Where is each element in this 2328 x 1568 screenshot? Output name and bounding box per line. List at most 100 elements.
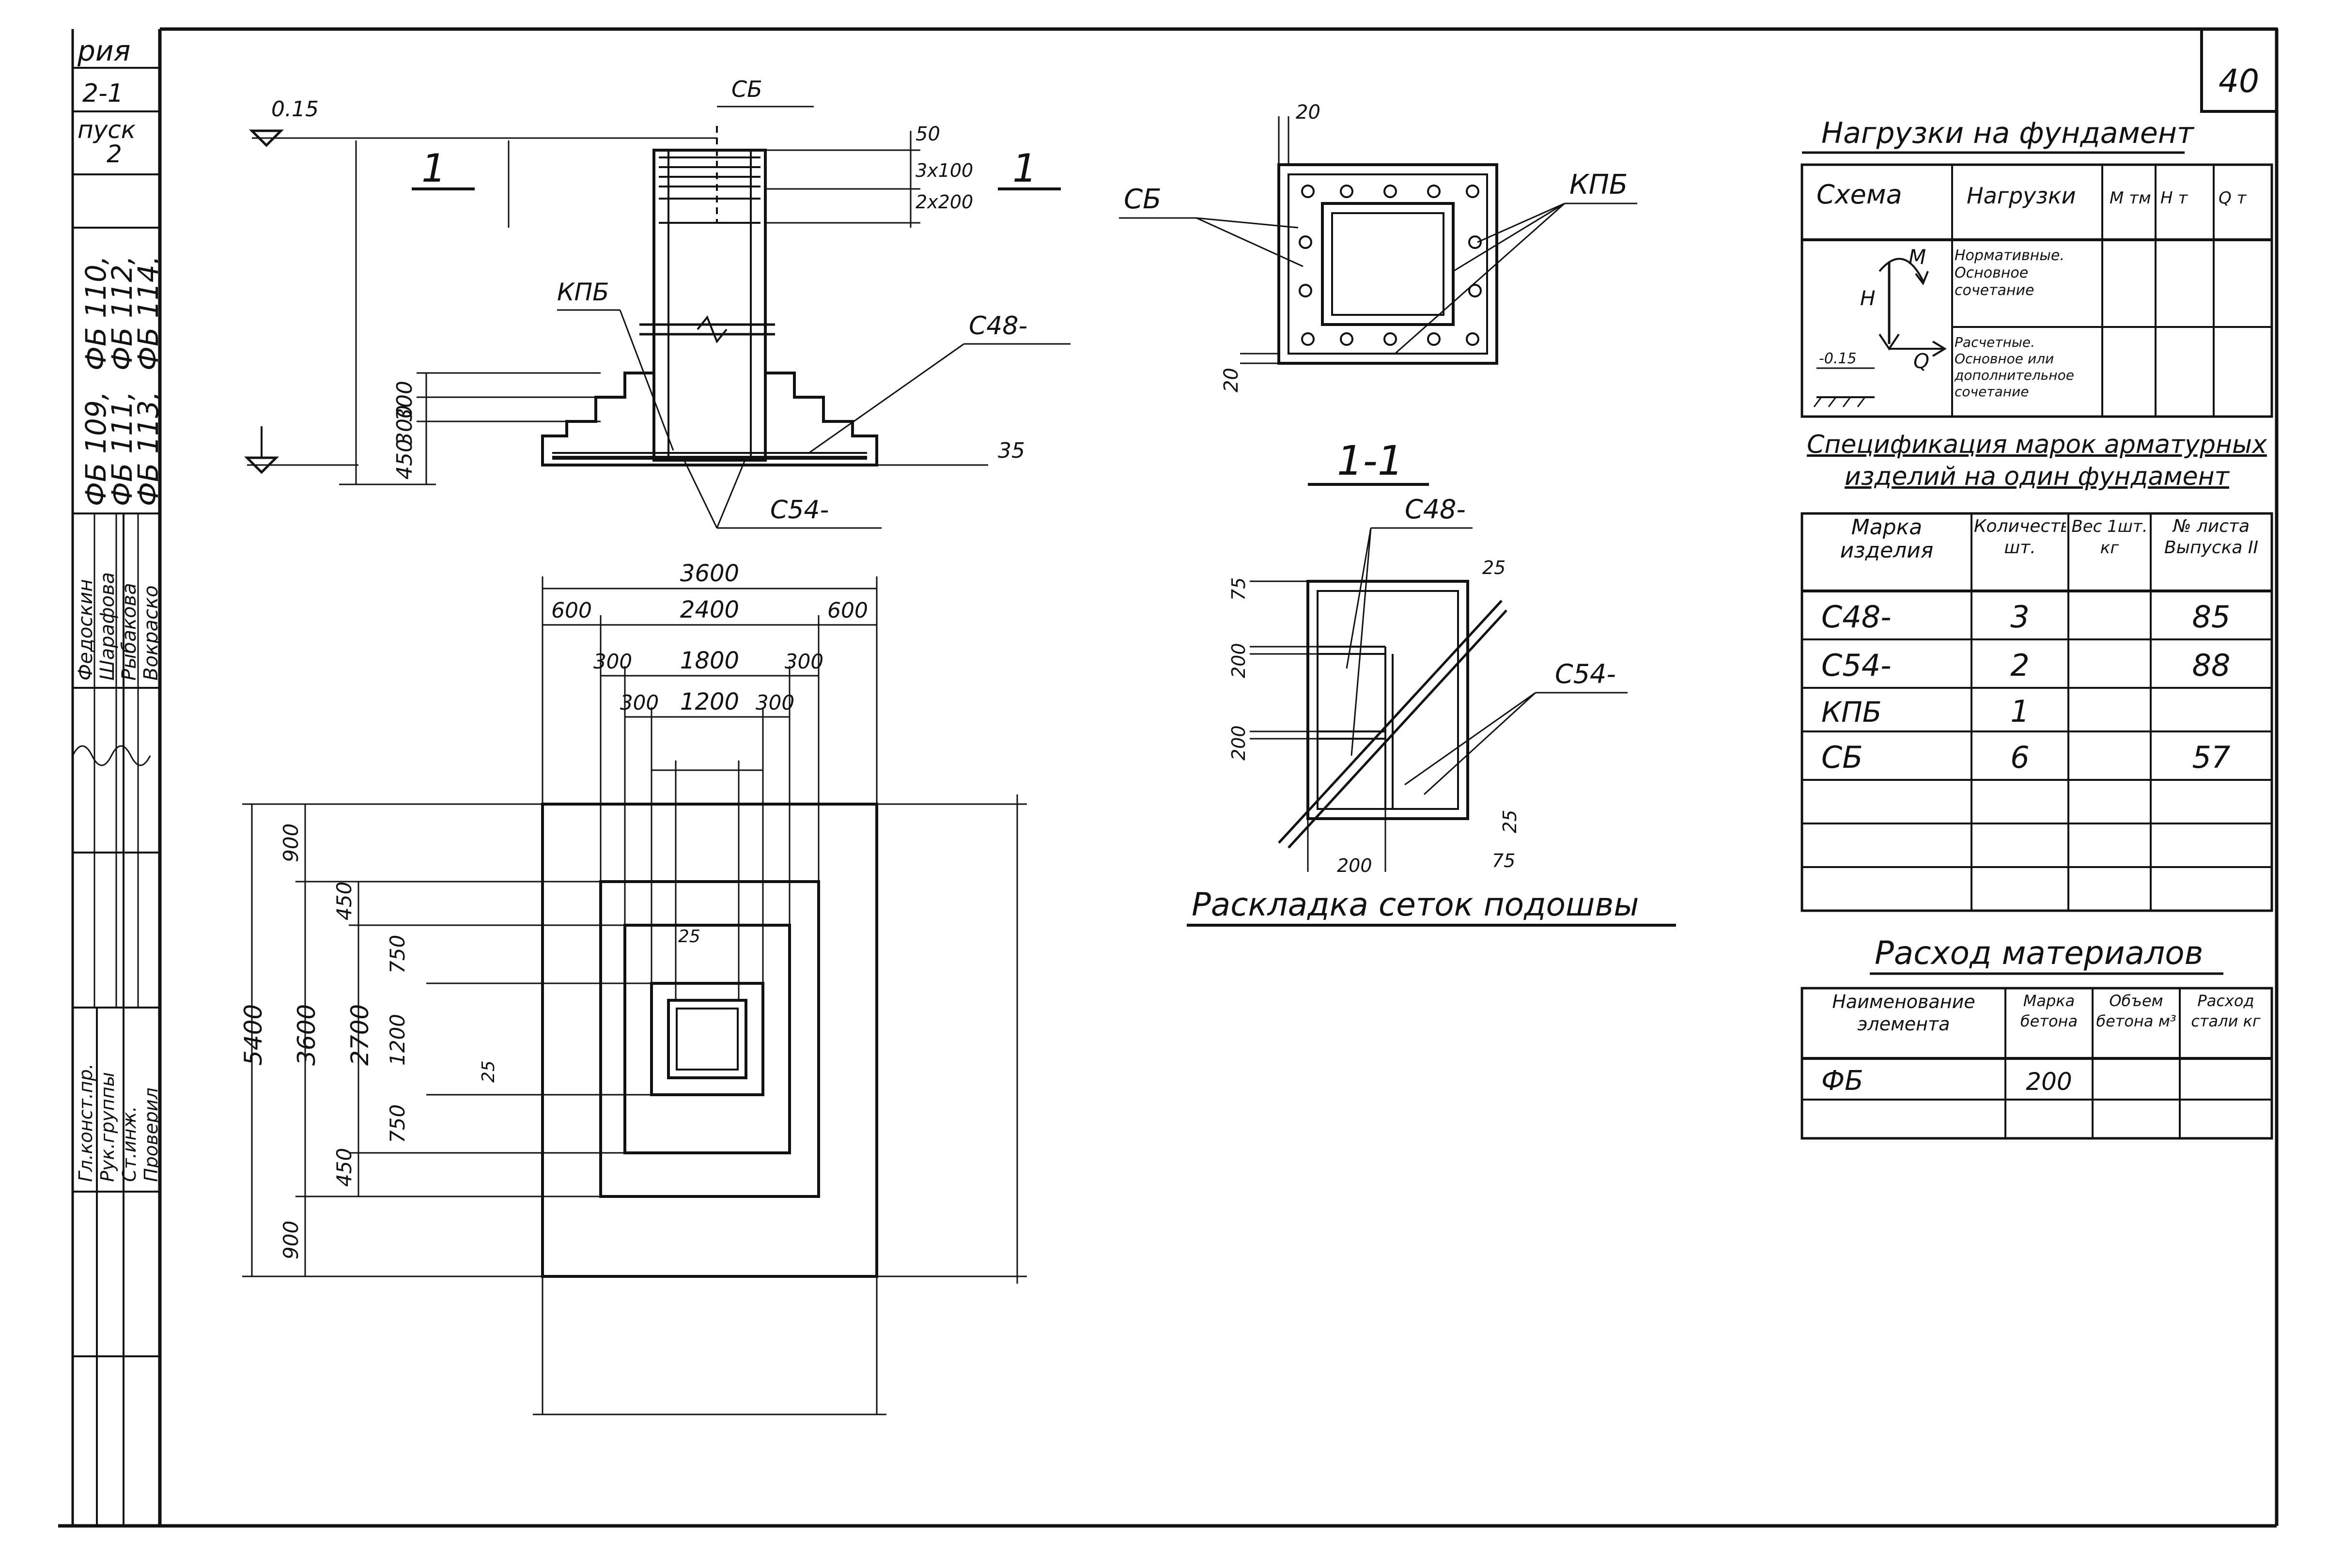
scheme-n: Н — [1860, 286, 1876, 310]
spec-row-1-sheet: 88 — [2192, 648, 2231, 683]
plan-dim-600-left: 600 — [551, 598, 592, 623]
loads-head-loads: Нагрузки — [1967, 183, 2076, 209]
plan-dim-25-a: 25 — [678, 927, 700, 947]
name-0: Федоскин — [75, 579, 97, 681]
mat-head-volume: Объем бетона м³ — [2096, 992, 2176, 1030]
elev-dim-35: 35 — [998, 438, 1025, 463]
elev-label-c54: С54- — [770, 496, 829, 525]
scheme-m: М — [1909, 245, 1926, 269]
spec-head-weight: Вес 1шт. кг — [2071, 517, 2148, 558]
plan-dim-900-bottom: 900 — [279, 1221, 303, 1259]
mesh-dim-75-top: 75 — [1228, 577, 1249, 601]
loads-row-normative: Нормативные. Основное сочетание — [1955, 247, 2064, 299]
marks-col2-1: ФБ 112, — [106, 256, 139, 371]
spec-head-sheet: № листа Выпуска II — [2164, 516, 2259, 558]
col-dim-20-left: 20 — [1220, 368, 1242, 392]
role-2: Ст.инж. — [119, 1106, 140, 1182]
series-value: 2-1 — [82, 79, 124, 108]
plan-dim-600-right: 600 — [827, 598, 868, 623]
plan-dim-300-d: 300 — [756, 691, 794, 714]
plan-dim-1200-left: 1200 — [386, 1014, 409, 1066]
role-3: Проверил — [140, 1087, 162, 1182]
spec-row-3-sheet: 57 — [2192, 740, 2231, 775]
mesh-label-c48: С48- — [1405, 494, 1466, 525]
mesh-dim-200-b: 200 — [1228, 725, 1249, 761]
col-label-kpb: КПБ — [1569, 169, 1628, 201]
signatures — [72, 745, 151, 766]
mesh-dim-200-a: 200 — [1228, 643, 1249, 678]
plan-dim-450-top: 450 — [332, 882, 356, 920]
plan-dim-300-a: 300 — [593, 650, 632, 673]
loads-table: Нагрузки на фундамент Схема Нагрузки М т… — [1800, 116, 2273, 418]
spec-row-1-mark: С54- — [1821, 648, 1892, 683]
marks-col1-2: ФБ 113, — [132, 391, 165, 506]
elev-dim-2x200: 2x200 — [916, 191, 973, 213]
spec-table-title: Спецификация марок арматурных изделий на… — [1807, 430, 2267, 491]
name-2: Рыбакова — [118, 583, 140, 681]
spec-row-1-qty: 2 — [2010, 648, 2029, 683]
mat-head-name: Наименование элемента — [1832, 991, 1975, 1035]
series-label: рия — [77, 34, 130, 67]
name-1: Шарафова — [96, 572, 119, 681]
scheme-q: Q — [1913, 349, 1929, 373]
elev-label-sb: СБ — [731, 76, 762, 102]
plan-dim-2700: 2700 — [346, 1004, 374, 1066]
mesh-layout: 1-1 С48- С54- 75 200 200 25 25 75 — [1187, 437, 1676, 927]
elev-dim-450: 450 — [392, 439, 417, 480]
plan-dim-25-b: 25 — [479, 1060, 498, 1083]
mesh-caption: Раскладка сеток подошвы — [1192, 886, 1639, 923]
role-1: Рук.группы — [97, 1072, 118, 1182]
spec-row-2-mark: КПБ — [1821, 696, 1882, 729]
marks-col1-1: ФБ 111, — [106, 391, 139, 506]
page-number-box — [2200, 28, 2278, 113]
elev-label-c48: С48- — [969, 311, 1027, 341]
spec-row-2-qty: 1 — [2010, 694, 2029, 729]
elev-label-kpb: КПБ — [557, 278, 609, 306]
role-0: Гл.конст.пр. — [75, 1063, 96, 1182]
page-number: 40 — [2219, 62, 2259, 100]
plan-dim-1200: 1200 — [680, 688, 739, 715]
elevation-view: 1 1 0.15 300 300 450 50 3x100 2x200 СБ — [244, 76, 1071, 529]
mesh-label-c54: С54- — [1555, 659, 1616, 689]
plan-dim-2400: 2400 — [680, 596, 739, 623]
mat-row-0-grade: 200 — [2026, 1068, 2072, 1096]
col-label-sb: СБ — [1124, 184, 1162, 215]
marks-col2-2: ФБ 114. — [132, 256, 165, 371]
side-stamp: рия 2-1 пуск 2 ФБ 109, ФБ 111, ФБ 113, Ф… — [71, 29, 165, 1526]
mesh-section-title: 1-1 — [1337, 437, 1403, 484]
plan-dim-450-bottom: 450 — [332, 1148, 356, 1187]
col-dim-20-top: 20 — [1296, 101, 1320, 124]
scheme-level: -0.15 — [1819, 350, 1857, 367]
plan-dim-900-top: 900 — [279, 823, 303, 862]
plan-dim-3600-top: 3600 — [680, 560, 739, 587]
elev-dim-3x100: 3x100 — [916, 160, 973, 181]
plan-dim-3600-left: 3600 — [293, 1004, 321, 1066]
issue-label: пуск — [78, 116, 136, 144]
mat-head-steel: Расход стали кг — [2191, 992, 2261, 1030]
load-scheme: М Н Q -0.15 — [1813, 245, 1947, 407]
plan-view: 3600 600 2400 600 300 1800 300 300 1200 … — [239, 560, 1027, 1415]
loads-head-n: Н т — [2160, 188, 2188, 208]
section-label-left: 1 — [421, 146, 446, 191]
mat-head-grade: Марка бетона — [2020, 992, 2078, 1030]
loads-head-m: М тм — [2110, 188, 2151, 208]
loads-table-title: Нагрузки на фундамент — [1821, 116, 2195, 150]
plan-dim-750-top: 750 — [386, 935, 409, 974]
elev-dim-300b: 300 — [392, 405, 417, 446]
plan-dim-300-c: 300 — [620, 691, 659, 714]
spec-table: Спецификация марок арматурных изделий на… — [1800, 430, 2273, 912]
elev-dim-300a: 300 — [392, 381, 417, 421]
marks-col2-0: ФБ 110, — [79, 256, 112, 371]
issue-value: 2 — [107, 140, 122, 168]
spec-head-mark: Марка изделия — [1840, 516, 1934, 563]
loads-head-q: Q т — [2219, 188, 2247, 208]
loads-head-scheme: Схема — [1816, 179, 1902, 210]
spec-row-0-mark: С48- — [1821, 599, 1892, 635]
name-3: Вокраско — [140, 585, 162, 681]
mesh-dim-25-top: 25 — [1482, 557, 1505, 578]
mesh-dim-25-right: 25 — [1499, 810, 1521, 833]
spec-row-0-qty: 3 — [2010, 599, 2029, 635]
plan-dim-300-b: 300 — [785, 650, 823, 673]
marks-col1-0: ФБ 109, — [79, 391, 112, 506]
plan-dim-750-bottom: 750 — [386, 1104, 409, 1143]
